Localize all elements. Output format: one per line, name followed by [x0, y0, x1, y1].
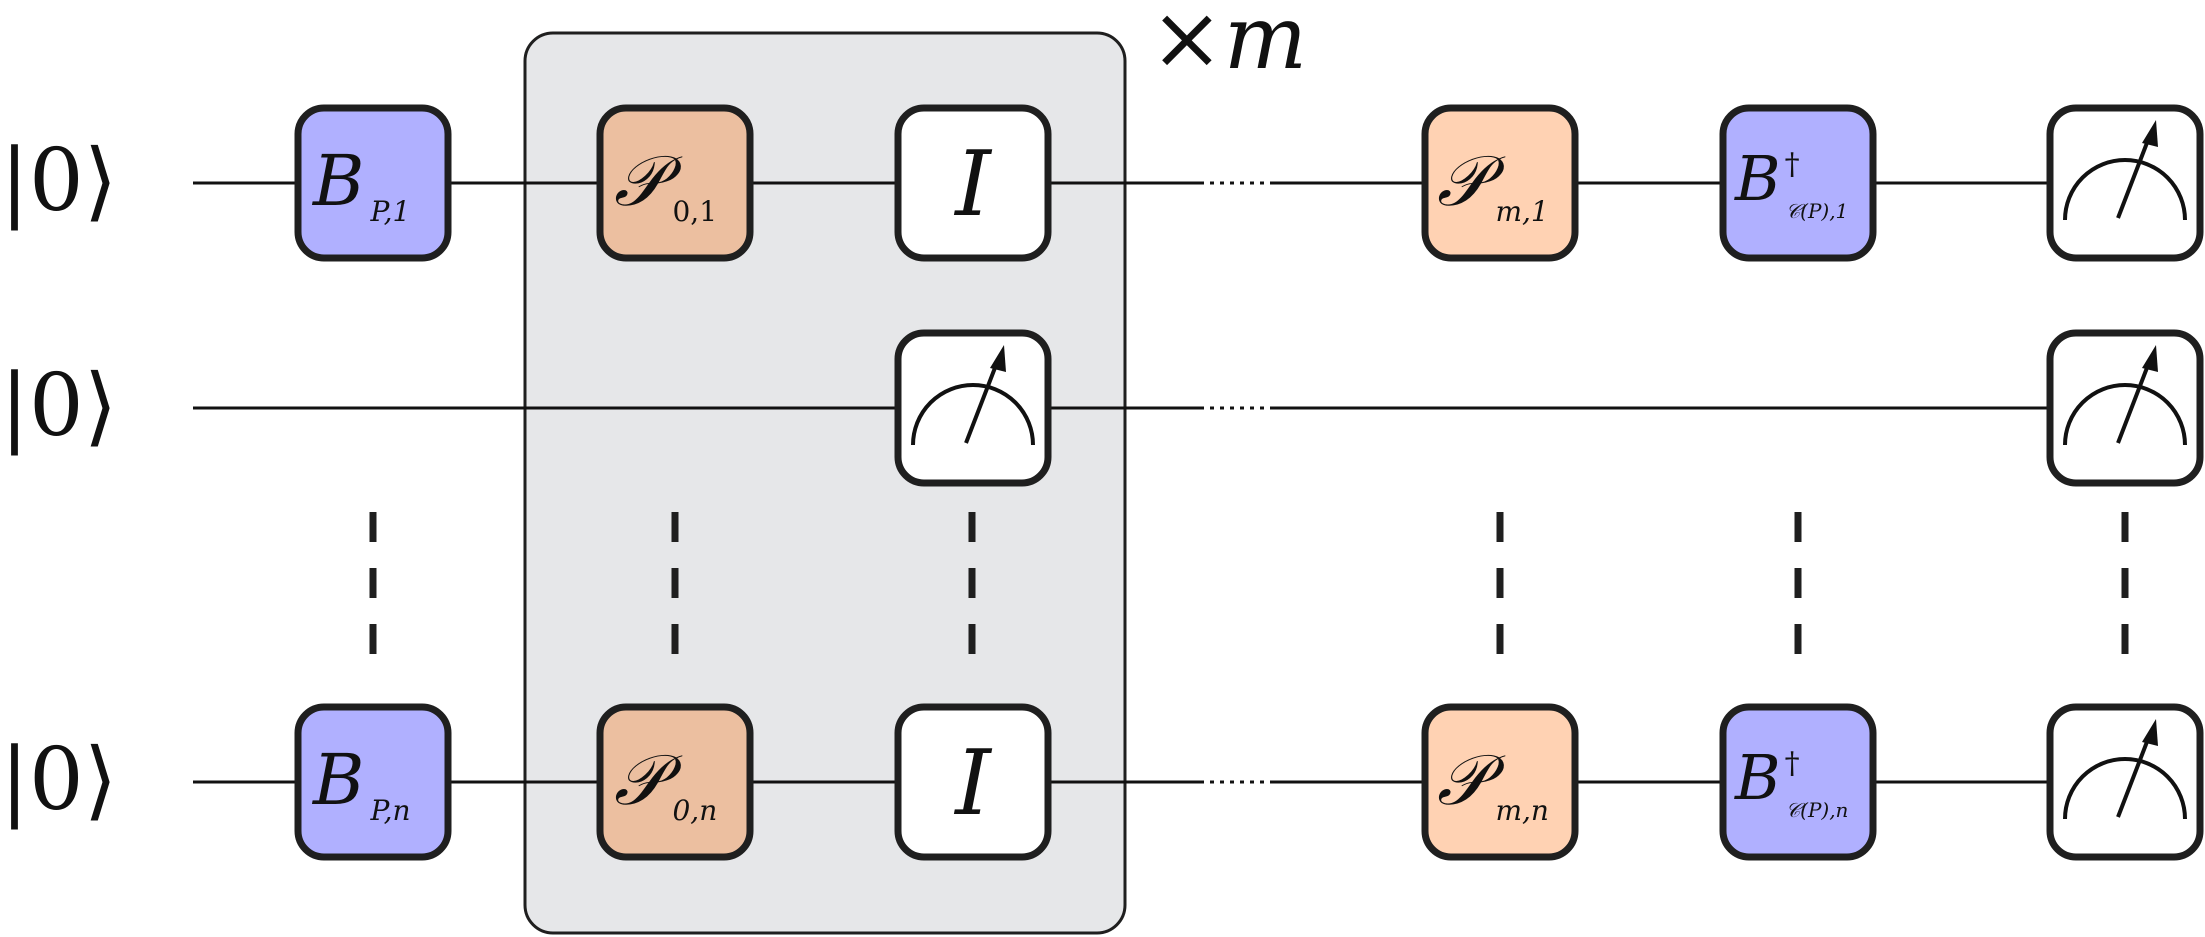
gate-pauli-m-n-sub: m,n	[1495, 794, 1548, 827]
meter-icon	[2063, 345, 2187, 446]
gate-basis-1-main: B	[311, 140, 364, 222]
measure-qubit-n-end	[2046, 703, 2204, 861]
meter-icon	[2063, 719, 2187, 820]
gate-basis-dag-n-sup: †	[1785, 746, 1800, 781]
gate-identity-1-main: I	[953, 132, 992, 237]
gate-basis-1-sub: P,1	[369, 195, 410, 228]
gate-basis-dag-n-sub: 𝒞(P),n	[1786, 798, 1849, 822]
svg-text:BP,n: BP,n	[311, 739, 411, 827]
gate-identity-n: I	[894, 703, 1052, 861]
qubit-label-ancilla: |0⟩	[0, 356, 117, 456]
svg-text:B†𝒞(P),1: B† 𝒞(P),1	[1734, 142, 1848, 223]
meter-icon	[911, 345, 1035, 446]
gate-pauli-m-1-sub: m,1	[1495, 195, 1548, 228]
meter-icon	[2063, 120, 2187, 221]
gate-basis-dag-n-main: B	[1734, 741, 1781, 814]
gate-basis-dag-n: B† 𝒞(P),n	[1719, 703, 1877, 861]
gate-pauli-0-n-sub: 0,n	[672, 794, 717, 827]
gate-basis-dag-1: B† 𝒞(P),1	[1719, 104, 1877, 262]
svg-text:B†𝒞(P),n: B† 𝒞(P),n	[1734, 741, 1848, 822]
repeat-label: ×m	[1150, 0, 1307, 89]
gate-pauli-0-1-sub: 0,1	[672, 195, 717, 228]
gate-identity-1: I	[894, 104, 1052, 262]
gate-basis-dag-1-sub: 𝒞(P),1	[1786, 199, 1849, 223]
measure-qubit-1-end	[2046, 104, 2204, 262]
measure-ancilla-end	[2046, 329, 2204, 487]
gate-identity-n-main: I	[953, 731, 992, 836]
ellipsis-dashes	[369, 512, 2129, 680]
qubit-label-n: |0⟩	[0, 730, 117, 830]
gate-basis-dag-1-sup: †	[1785, 147, 1800, 182]
svg-text:BP,1: BP,1	[311, 140, 410, 228]
gate-basis-n-sub: P,n	[369, 794, 410, 827]
gate-basis-n-main: B	[311, 739, 364, 821]
gate-basis-dag-1-main: B	[1734, 142, 1781, 215]
measure-ancilla-mid	[894, 329, 1052, 487]
qubit-label-1: |0⟩	[0, 131, 117, 231]
